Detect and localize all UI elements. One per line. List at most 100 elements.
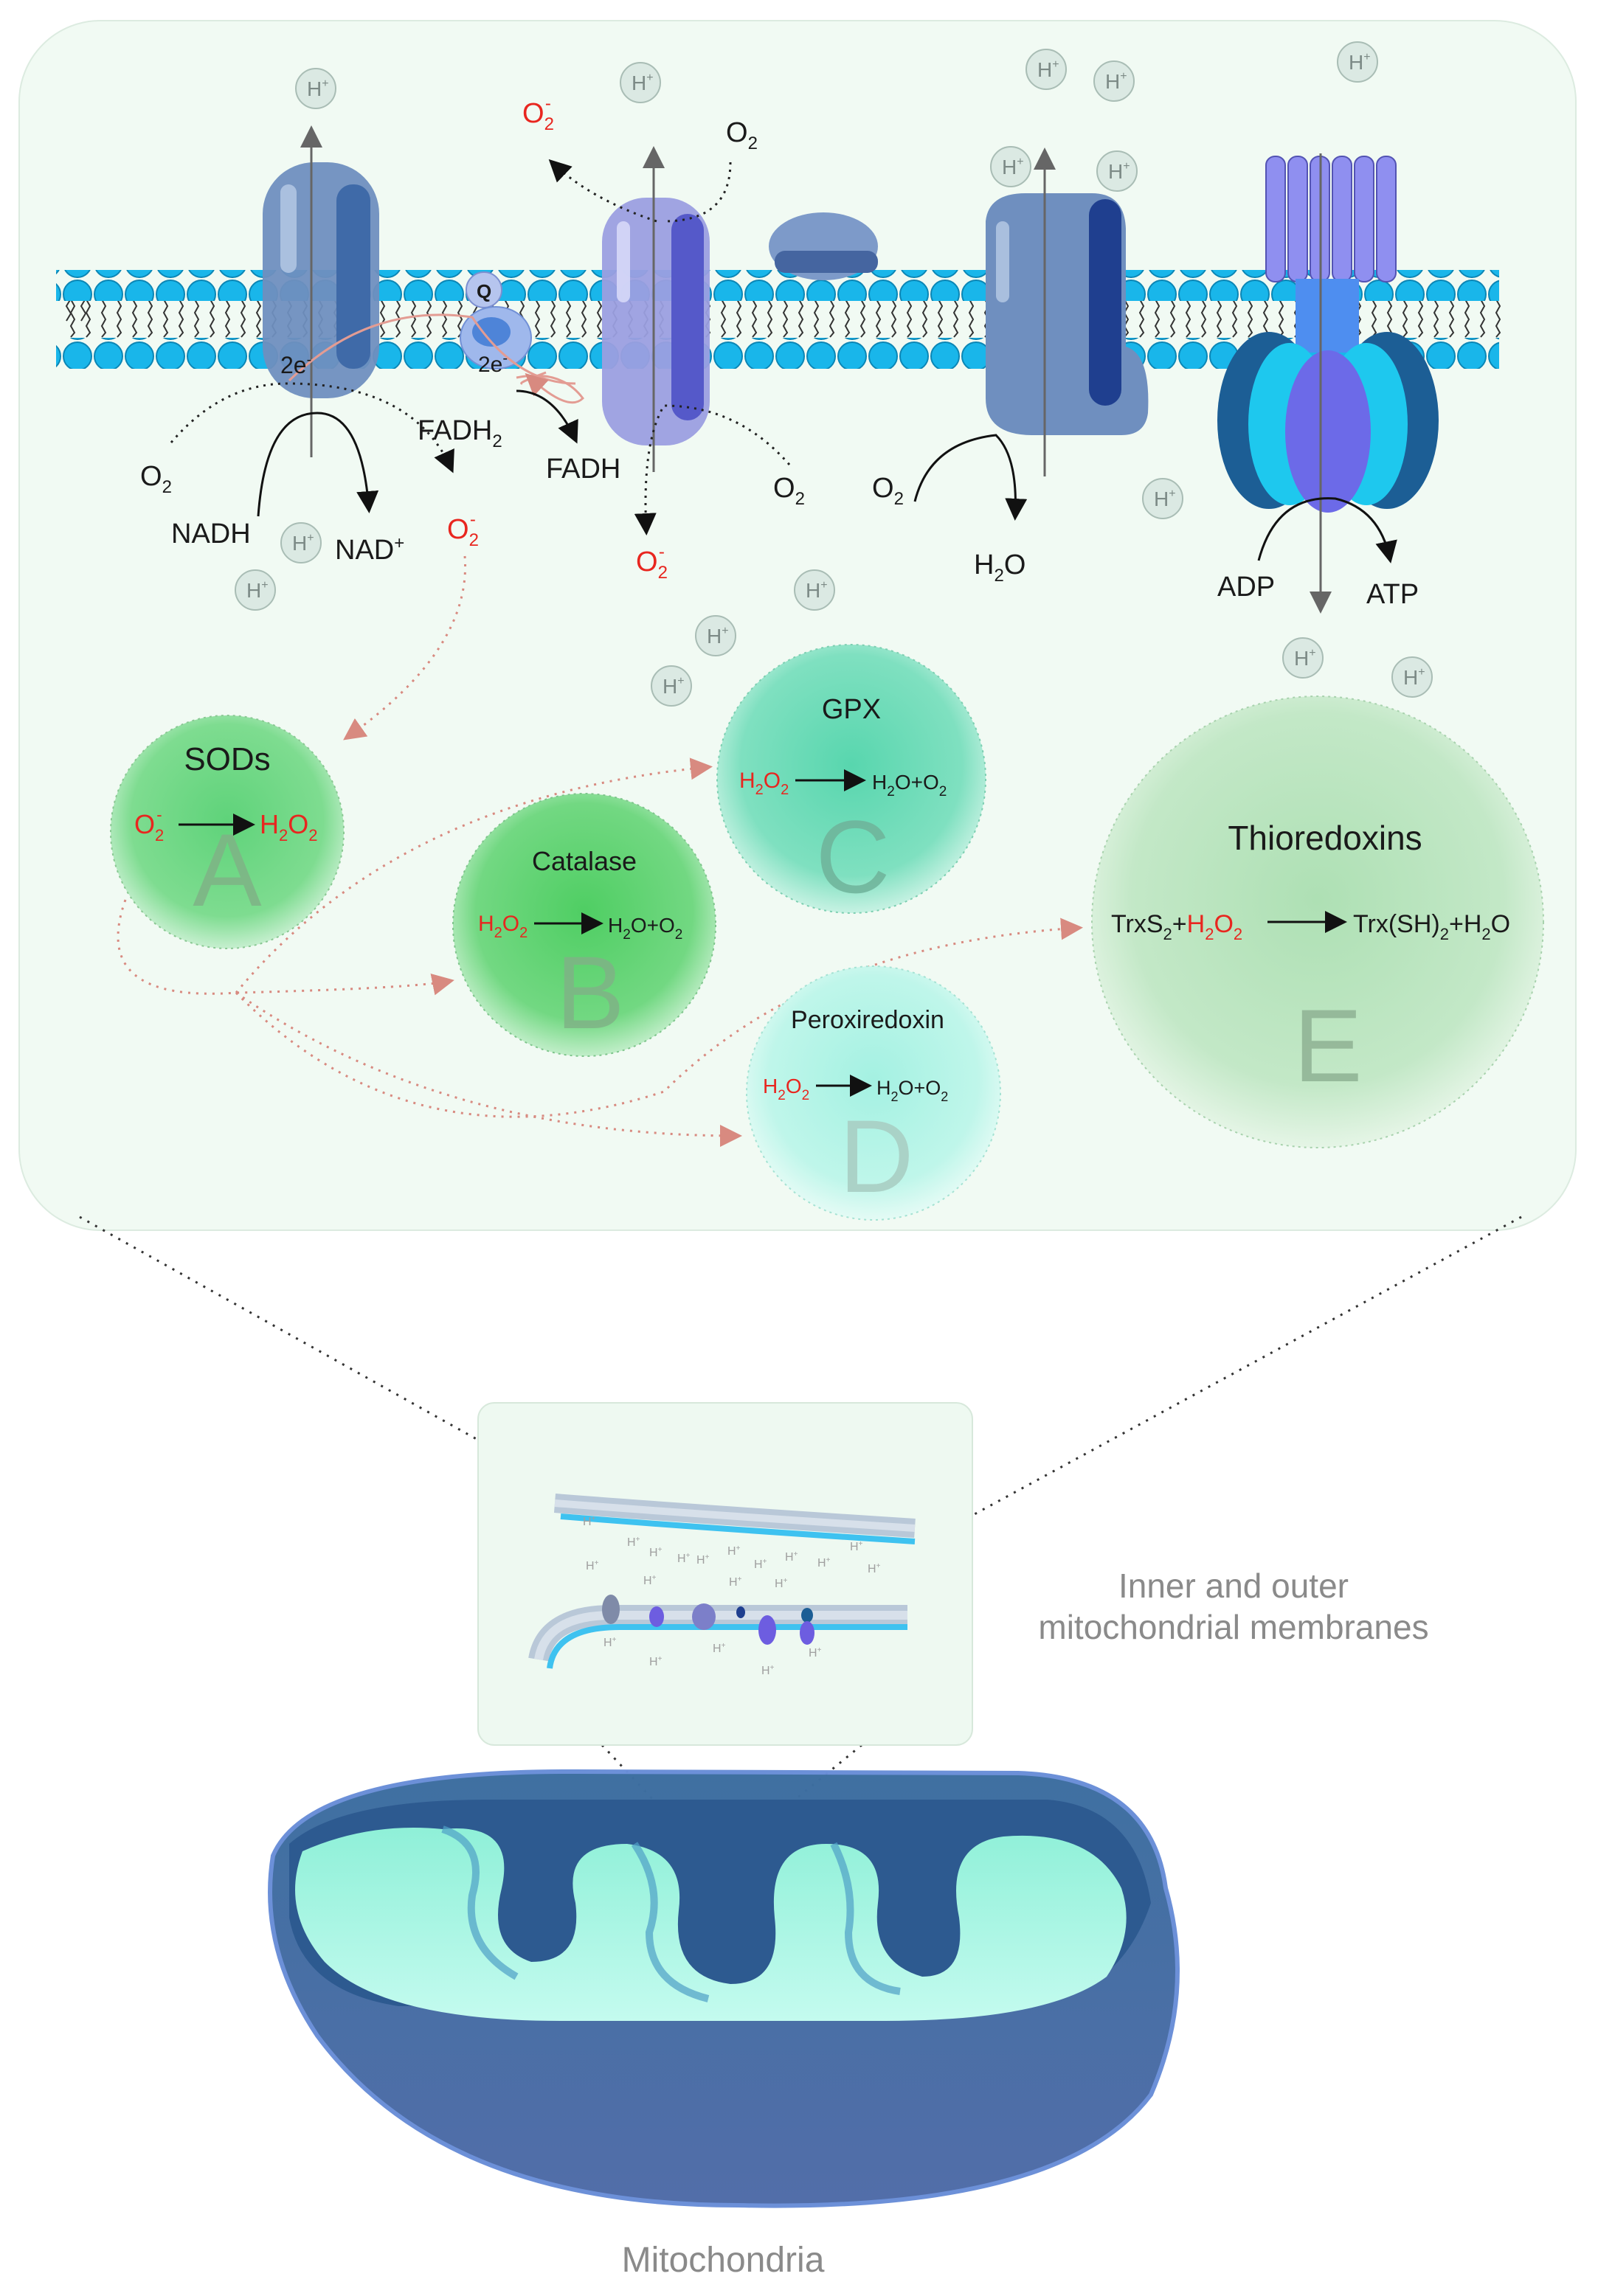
proton-ion	[280, 522, 322, 563]
proton-ion	[990, 146, 1031, 187]
cytochrome-c	[769, 212, 878, 280]
proton-ion-label: H+	[632, 72, 654, 94]
superoxide-label-1: O2-	[447, 510, 479, 550]
enzyme-thioredoxins: E Thioredoxins TrxS2+H2O2 Trx(SH)2+H2O	[1091, 696, 1544, 1148]
gpx-reactant: H2O2	[739, 769, 789, 798]
inset-proton-mark: H+	[586, 1559, 599, 1572]
thioredoxins-product: Trx(SH)2+H2O	[1353, 910, 1510, 943]
antioxidant-flow-arrows	[117, 555, 1083, 1147]
proton-ion-label: H+	[1105, 70, 1127, 93]
proton-ion-label: H+	[1037, 58, 1059, 81]
proton-ion	[1093, 60, 1135, 102]
enzyme-peroxiredoxin: D Peroxiredoxin H2O2 H2O+O2	[746, 965, 1001, 1221]
proton-ion-label: H+	[663, 675, 685, 698]
atp-label: ATP	[1366, 579, 1419, 610]
proton-channel-arrows	[300, 125, 1332, 614]
inset-proton-mark: H+	[868, 1562, 881, 1575]
o2-label-complex-iii-top: O2	[726, 117, 758, 153]
superoxide-leak-arrows	[170, 159, 791, 535]
sods-letter: A	[193, 812, 262, 928]
inset-proton-mark: H+	[643, 1574, 657, 1587]
inset-proton-mark: H+	[775, 1577, 788, 1590]
catalase-letter: B	[556, 934, 624, 1050]
membranes-caption-line2: mitochondrial membranes	[1038, 1608, 1428, 1646]
catalase-product: H2O+O2	[608, 914, 682, 943]
proton-ion-label: H+	[1403, 666, 1425, 689]
inset-proton-mark: H+	[696, 1553, 710, 1567]
inset-proton-mark: H+	[785, 1550, 798, 1564]
ubiquinone-q	[460, 271, 532, 370]
gpx-product: H2O+O2	[872, 771, 947, 800]
inset-proton-mark: H+	[603, 1636, 617, 1649]
adp-label: ADP	[1217, 572, 1275, 603]
catalase-reactant: H2O2	[478, 912, 528, 941]
inset-proton-mark: H+	[649, 1655, 663, 1668]
proton-ion-label: H+	[1108, 160, 1130, 183]
proton-ion	[695, 615, 736, 656]
o2-label-complex-iii-bottom: O2	[773, 473, 805, 509]
fadh2-label: FADH2	[418, 415, 502, 451]
proton-ion-label: H+	[246, 579, 269, 602]
thioredoxins-reactant: TrxS2+H2O2	[1111, 910, 1242, 943]
sods-name: SODs	[184, 741, 270, 777]
proton-ion-label: H+	[707, 625, 729, 648]
inset-proton-mark: H+	[850, 1540, 863, 1553]
peroxiredoxin-letter: D	[839, 1098, 913, 1214]
thioredoxins-letter: E	[1293, 988, 1362, 1103]
complex-iii	[602, 198, 710, 445]
thioredoxins-name: Thioredoxins	[1228, 819, 1422, 857]
proton-ion	[794, 569, 835, 611]
complex-iv	[986, 193, 1149, 435]
proton-ion-label: H+	[806, 579, 828, 602]
enzyme-catalase: B Catalase H2O2 H2O+O2	[452, 793, 716, 1057]
proton-ion	[1282, 637, 1324, 679]
nad-label: NAD+	[335, 533, 404, 566]
inset-proton-mark: H+	[677, 1552, 691, 1565]
peroxiredoxin-reactant: H2O2	[763, 1075, 809, 1103]
membranes-caption-line1: Inner and outer	[1118, 1567, 1349, 1605]
inset-proton-mark: H+	[817, 1556, 831, 1570]
peroxiredoxin-name: Peroxiredoxin	[791, 1006, 944, 1034]
gpx-name: GPX	[822, 694, 881, 725]
proton-ion-label: H+	[1154, 488, 1176, 510]
sods-reactant: O2-	[134, 805, 164, 844]
proton-ions: H+H+H+H+H+H+H+H+H+H+H+H+H+H+H+	[235, 41, 1433, 707]
proton-ion	[620, 62, 661, 103]
h2o-label-complex-iv: H2O	[974, 549, 1025, 586]
catalase-name: Catalase	[532, 846, 637, 876]
inset-proton-mark: H+	[713, 1642, 726, 1655]
proton-ion	[1025, 49, 1067, 90]
proton-ion	[1096, 150, 1138, 192]
inset-proton-mark: H+	[754, 1558, 767, 1571]
inset-proton-mark: H+	[761, 1664, 775, 1677]
membrane-inset: H+ H+ H+ H+ H+ H+ H+ H+ H+ H+ H+ H+ H+ H+ H+ H+ H+ H+ H+ H+	[477, 1402, 973, 1746]
proton-ion	[651, 665, 692, 707]
proton-ion	[1391, 656, 1433, 698]
mitochondrion-illustration	[268, 1769, 1180, 2208]
proton-ion-label: H+	[1294, 647, 1316, 670]
atp-synthase	[1217, 156, 1439, 513]
electron-label-2: 2e-	[478, 350, 508, 377]
o2-label-complex-iv: O2	[872, 473, 904, 509]
proton-ion-label: H+	[307, 77, 329, 100]
inset-proton-mark: H+	[583, 1515, 596, 1528]
nadh-label: NADH	[171, 518, 251, 549]
proton-ion	[1337, 41, 1378, 83]
inset-proton-mark: H+	[649, 1546, 663, 1559]
peroxiredoxin-product: H2O+O2	[876, 1077, 948, 1104]
mitochondria-caption: Mitochondria	[622, 2241, 825, 2280]
electron-label-1: 2e-	[280, 352, 311, 378]
inset-proton-mark: H+	[729, 1575, 742, 1589]
proton-ion-label: H+	[1002, 156, 1024, 178]
complex-i	[263, 162, 379, 398]
o2-label-complex-i: O2	[140, 461, 172, 497]
inset-proton-mark: H+	[627, 1536, 640, 1549]
proton-ion	[295, 68, 336, 109]
gpx-letter: C	[815, 799, 890, 915]
inset-proton-mark: H+	[809, 1646, 822, 1659]
inset-proton-mark: H+	[727, 1544, 741, 1558]
redox-reaction-arrows	[257, 389, 1397, 563]
membrane-labels: 2e- 2e- Q O2 NADH NAD+ O2- FADH2 FADH O2…	[140, 94, 1419, 610]
